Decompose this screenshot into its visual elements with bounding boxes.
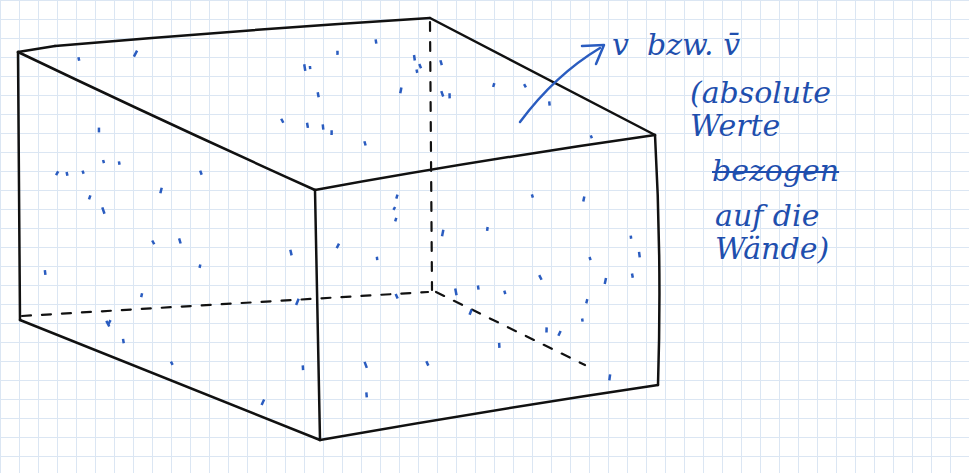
molecule-dot [590,135,593,139]
molecule-dot [302,365,305,370]
molecule-dot [159,187,163,193]
molecule-dot [581,318,584,322]
molecule-dot [440,91,444,97]
molecule-dot [365,392,368,397]
molecule-dot [394,218,397,222]
molecule-dot [199,170,203,175]
molecule-dot [498,343,501,348]
annotation-text: (absolute Werte [690,76,860,142]
molecule-dot [557,330,562,336]
molecule-dot [65,172,68,176]
molecule-dot [330,130,333,135]
molecule-dot [448,93,451,98]
molecule-dot [503,290,506,294]
molecule-dot [303,64,307,71]
molecule-dot [395,293,399,299]
molecule-dot [133,50,138,57]
molecule-dot [413,55,416,61]
molecule-dot [604,278,608,285]
molecule-dot [98,128,101,133]
molecule-dot [77,57,80,61]
molecule-dot [439,60,443,65]
molecule-dot [545,327,548,332]
molecule-dot [468,309,472,315]
molecule-dot [101,207,106,214]
velocity-symbol: v [612,28,629,61]
molecule-dot [454,288,458,295]
molecule-dot [336,243,341,249]
molecule-dot [336,51,339,55]
molecule-dot [486,227,489,231]
molecule-dot [178,238,182,244]
molecule-dot [107,320,112,326]
molecule-dot [425,361,429,366]
molecule-dot [638,252,641,258]
molecule-dot [441,230,445,237]
molecule-dot [523,83,527,87]
molecule-dot [198,264,201,268]
molecule-dot [608,374,611,380]
molecule-dot [289,250,293,256]
molecule-dot [260,399,265,405]
annotation-text: auf die Wände) [715,199,835,265]
molecule-dot [538,275,543,281]
molecule-dot [376,257,379,261]
molecule-dot [492,83,496,88]
molecule-dot [122,339,125,344]
molecule-dot [306,123,309,129]
molecule-dot [631,273,634,278]
molecule-dot [309,66,312,69]
molecule-dot [548,101,551,106]
molecule-dot [295,298,300,305]
molecule-dot [399,87,403,93]
molecule-dot [118,161,121,165]
molecule-dot [151,240,155,245]
struck-word: bezogen [712,154,839,187]
molecule-dot [395,194,399,199]
molecule-dot [374,39,377,44]
molecule-dot [585,299,588,304]
molecule-dot [88,195,92,200]
molecule-dot [477,285,480,289]
molecule-dot [630,235,633,238]
molecule-dot [280,118,284,123]
molecule-dot [531,194,534,198]
mean-velocity-note: bzw. v̄ [647,28,740,61]
molecule-dot [81,170,85,174]
molecule-dot [140,293,143,297]
molecule-dot [363,361,368,368]
molecule-dot [322,124,325,130]
molecule-dot [170,361,174,365]
molecule-dot [55,171,59,176]
molecule-dot [415,69,418,73]
molecule-dot [418,64,422,69]
molecule-dot [582,196,585,201]
molecule-dot [392,206,396,210]
molecule-dot [317,92,320,97]
molecule-dot [363,141,367,146]
molecule-dot [588,257,591,261]
molecule-dot [44,270,47,275]
molecule-dot [102,160,105,164]
